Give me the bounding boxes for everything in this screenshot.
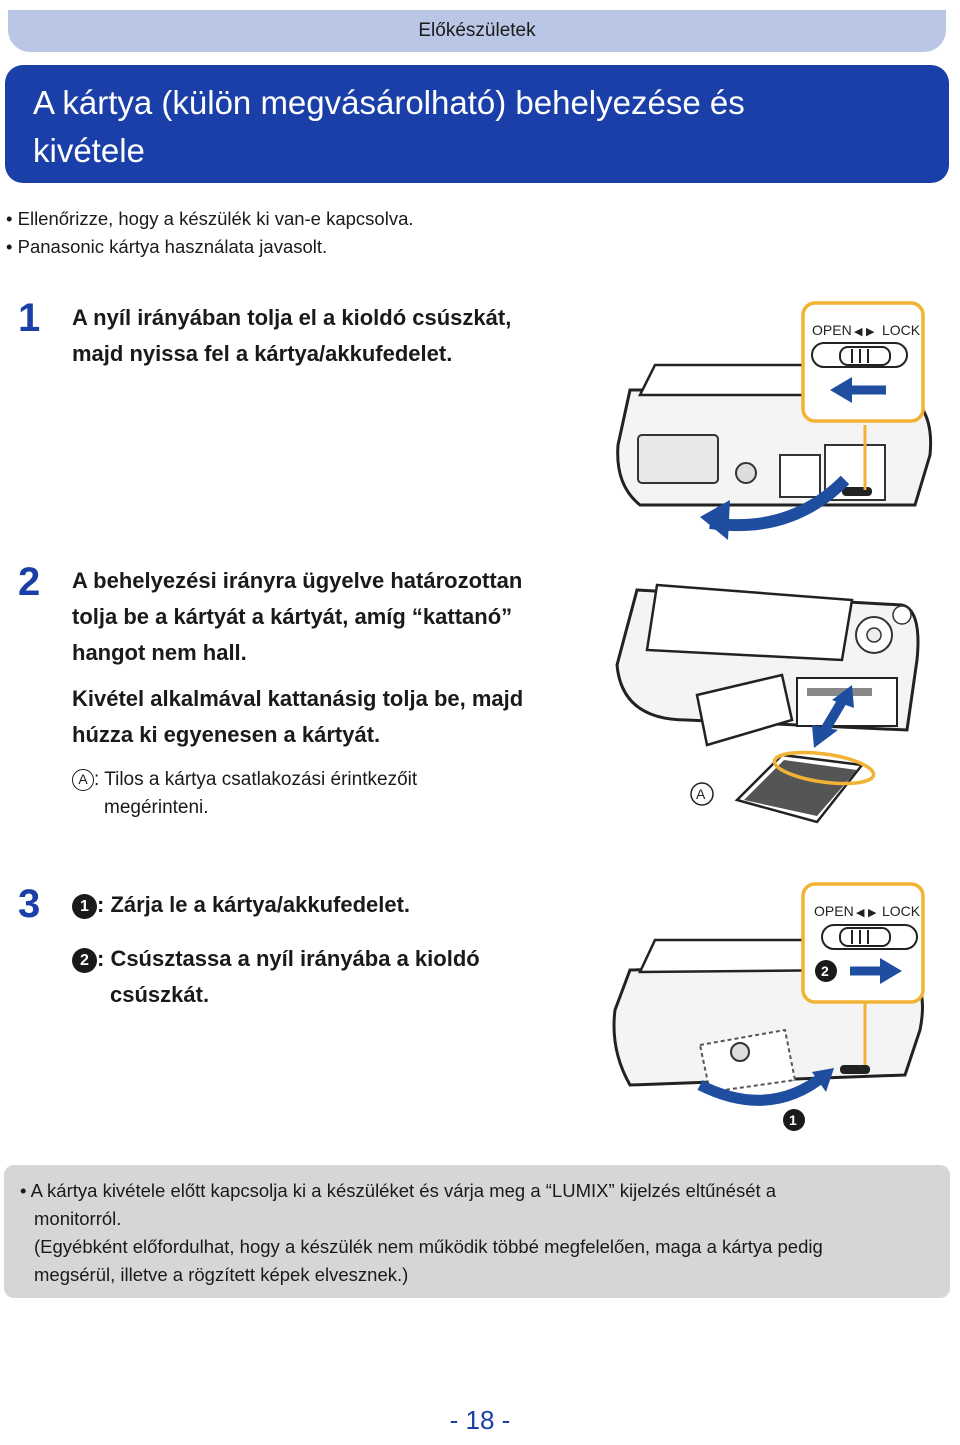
camera-open bbox=[615, 583, 920, 747]
left-triangle-icon: ◀ ▶ bbox=[854, 325, 875, 338]
list-item: Panasonic kártya használata javasolt. bbox=[6, 233, 414, 261]
lock-label: LOCK bbox=[882, 322, 921, 338]
page-number: - 18 - bbox=[449, 1405, 511, 1435]
caution-line: monitorról. bbox=[34, 1208, 122, 1229]
step-3-item-2-text: csúszkát. bbox=[110, 982, 210, 1007]
left-arrow-icon bbox=[830, 377, 852, 403]
warning-note: A: Tilos a kártya csatlakozási érintkező… bbox=[72, 766, 542, 822]
step-3-item-1: 1: Zárja le a kártya/akkufedelet. bbox=[72, 887, 410, 923]
note-line: : Tilos a kártya csatlakozási érintkezői… bbox=[94, 769, 418, 790]
step-2-line: hangot nem hall. bbox=[72, 640, 247, 665]
marker-1: 1 bbox=[72, 893, 97, 919]
open-label: OPEN bbox=[814, 903, 854, 919]
up-arrow-icon bbox=[832, 685, 854, 708]
sd-card bbox=[734, 750, 876, 824]
caution-line: (Egyébként előfordulhat, hogy a készülék… bbox=[34, 1236, 823, 1257]
step-2-sub-line: húzza ki egyenesen a kártyát. bbox=[72, 722, 381, 747]
illustration-open-door: OPEN ◀ ▶ LOCK bbox=[616, 301, 933, 540]
step-3-item-2-text: : Csúsztassa a nyíl irányába a kioldó bbox=[97, 946, 480, 971]
lock-label: LOCK bbox=[882, 903, 921, 919]
illustration-close-door: 1 OPEN ◀ ▶ LOCK 2 bbox=[612, 882, 925, 1131]
step-3-number: 3 bbox=[18, 882, 41, 926]
marker-2: 2 bbox=[72, 947, 97, 973]
switch-callout-lock: OPEN ◀ ▶ LOCK 2 bbox=[801, 882, 925, 1004]
list-item: Ellenőrizze, hogy a készülék ki van-e ka… bbox=[6, 205, 414, 233]
page-title-line-1: A kártya (külön megvásárolható) behelyez… bbox=[33, 84, 745, 121]
step-2-removal-text: Kivétel alkalmával kattanásig tolja be, … bbox=[72, 681, 523, 753]
step-1-number: 1 bbox=[18, 296, 41, 340]
note-line: megérinteni. bbox=[104, 797, 209, 818]
step-1-line: majd nyissa fel a kártya/akkufedelet. bbox=[72, 341, 453, 366]
caution-line: megsérül, illetve a rögzített képek elve… bbox=[34, 1264, 409, 1285]
caution-box: • A kártya kivétele előtt kapcsolja ki a… bbox=[4, 1165, 950, 1298]
step-2-text: A behelyezési irányra ügyelve határozott… bbox=[72, 563, 522, 671]
down-arrow-icon bbox=[812, 725, 838, 748]
step-2-number: 2 bbox=[18, 560, 41, 604]
section-tab: Előkészületek bbox=[8, 10, 946, 52]
step-2-line: tolja be a kártyát a kártyát, amíg “katt… bbox=[72, 604, 513, 629]
precondition-list: Ellenőrizze, hogy a készülék ki van-e ka… bbox=[6, 205, 414, 261]
switch-callout: OPEN ◀ ▶ LOCK bbox=[801, 301, 925, 423]
step-3-item-1-text: : Zárja le a kártya/akkufedelet. bbox=[97, 892, 411, 917]
illustration-insert-card: A bbox=[615, 583, 920, 824]
step-1-line: A nyíl irányában tolja el a kioldó csúsz… bbox=[72, 305, 512, 330]
marker-a-label: A bbox=[696, 786, 706, 802]
open-label: OPEN bbox=[812, 322, 852, 338]
marker-a: A bbox=[72, 768, 94, 791]
section-title: Előkészületek bbox=[418, 20, 536, 41]
step-3-item-2: 2: Csúsztassa a nyíl irányába a kioldó c… bbox=[72, 941, 480, 1013]
caution-line: • A kártya kivétele előtt kapcsolja ki a… bbox=[20, 1180, 777, 1201]
page-title-line-2: kivétele bbox=[33, 132, 145, 169]
marker-2-label: 2 bbox=[821, 963, 829, 979]
right-triangle-icon: ◀ ▶ bbox=[856, 906, 877, 919]
step-2-line: A behelyezési irányra ügyelve határozott… bbox=[72, 568, 523, 593]
step-1-text: A nyíl irányában tolja el a kioldó csúsz… bbox=[72, 300, 511, 372]
step-2-sub-line: Kivétel alkalmával kattanásig tolja be, … bbox=[72, 686, 524, 711]
arrow-head-icon bbox=[700, 500, 730, 540]
marker-1-label: 1 bbox=[789, 1112, 797, 1128]
close-arrow-icon bbox=[697, 1070, 829, 1106]
page-title: A kártya (külön megvásárolható) behelyez… bbox=[5, 65, 949, 183]
right-arrow-icon bbox=[880, 958, 902, 984]
